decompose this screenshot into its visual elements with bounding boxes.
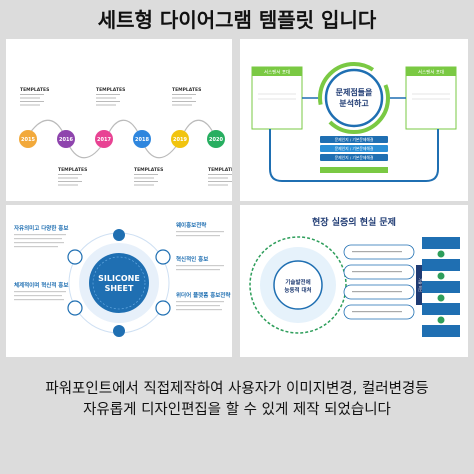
cycle-diagram: 서스펜서 포대 서스펜서 포대 문제점들을 분석하고 문제인지 / 기본문제해결… [251,62,457,182]
node-icon-left-bottom [67,300,83,316]
right-box-header [406,67,456,76]
timeline-step-text-line [134,174,158,175]
timeline-step-year: 2016 [59,137,73,143]
left-box-label: 서스펜서 포대 [264,69,290,76]
left-box [251,66,303,130]
timeline-step-year: 2015 [21,137,35,143]
timeline-step-circle [57,130,75,148]
timeline-step-text-line [20,97,40,99]
hub-diagram: SILICONE SHEET 자유의미고 다양한 홍보 체계적이며 혁신적 홍보… [14,221,230,337]
center-text-2: 분석하고 [339,98,369,108]
problem-diagram: 현장 실증의 현실 문제 기술발전에 능동적 대처 기술 혁신 [249,216,460,337]
timeline-step-heading: TEMPLATES [20,87,49,93]
hub-template-preview: SILICONE SHEET 자유의미고 다양한 홍보 체계적이며 혁신적 홍보… [6,205,232,357]
center-circle [89,253,149,313]
page-title: 세트형 다이어그램 템플릿 입니다 [97,8,377,32]
timeline-step-circle [207,130,225,148]
cycle-template-preview: 서스펜서 포대 서스펜서 포대 문제점들을 분석하고 문제인지 / 기본문제해결… [240,39,468,201]
timeline-step-text-line [20,94,44,95]
center-label-1: SILICONE [98,274,140,283]
right-label: 기술 혁신 [418,278,423,292]
timeline-step-text-line [208,184,228,186]
problem-template-preview: 현장 실증의 현실 문제 기술발전에 능동적 대처 기술 혁신 [240,205,468,357]
timeline-step-text-line [96,94,120,95]
problem-rows [343,244,415,320]
caption-line-2: 자유롭게 디자인편집을 할 수 있게 제작 되었습니다 [83,402,391,418]
bar-3-label: 문제인지 / 기본문제해결 [335,155,374,160]
timeline-step-text-line [20,101,44,102]
timeline-step-year: 2018 [135,137,149,143]
caption: 파워포인트에서 직접제작하여 사용자가 이미지변경, 컬러변경등 자유롭게 디자… [0,379,474,421]
timeline-step-year: 2020 [209,137,223,143]
node-icon-left-top [67,249,83,265]
timeline-step-text-line [134,184,154,186]
timeline-step-text-line [208,177,228,179]
center-text-1: 기술발전에 [285,278,310,286]
outer-dashed-ring [249,236,347,334]
left-box-header [252,67,302,76]
caption-line-1: 파워포인트에서 직접제작하여 사용자가 이미지변경, 컬러변경등 [45,381,429,397]
center-circle [273,260,323,310]
timeline-step-text-line [58,174,82,175]
timeline-step-text-line [96,101,120,102]
timeline-step-heading: TEMPLATES [172,87,201,93]
right-mid-title: 혁신적인 홍보 [176,255,208,263]
bar-1 [320,136,388,143]
timeline-step-text-line [172,94,196,95]
timeline-step-heading: TEMPLATES [208,167,232,173]
outer-ring [318,62,390,134]
node-icon-right-bottom [155,300,171,316]
timeline-step-circle [19,130,37,148]
timeline-step-heading: TEMPLATES [96,87,125,93]
timeline-step-text-line [172,104,192,106]
bar-1-label: 문제인지 / 기본문제해결 [335,137,374,142]
bar-3 [320,154,388,161]
bar-2 [320,145,388,152]
timeline-step-circle [133,130,151,148]
timeline-step-text-line [172,97,192,99]
timeline-step-year: 2019 [173,137,187,143]
timeline-step-text-line [172,101,196,102]
loop-arrow [269,129,439,182]
timeline-step-text-line [208,181,232,182]
node-icon-right-top [155,249,171,265]
panel4-title: 현장 실증의 현실 문제 [312,216,396,228]
bottom-bar [320,167,388,173]
timeline-step-text-line [58,181,82,182]
timeline-step-circle [171,130,189,148]
left-bottom-title: 체계적이며 혁신적 홍보 [14,281,68,289]
timeline-step-text-line [20,104,40,106]
timeline-step-text-line [134,177,154,179]
timeline-step-year: 2017 [97,137,111,143]
timeline-step-text-line [58,177,78,179]
timeline-diagram: 2015TEMPLATES2016TEMPLATES2017TEMPLATES2… [19,87,232,186]
center-text-1: 문제점들을 [336,87,373,97]
left-top-title: 자유의미고 다양한 홍보 [14,224,68,232]
timeline-step-circle [95,130,113,148]
timeline-step-text-line [208,174,232,175]
bar-2-label: 문제인지 / 기본문제해결 [335,146,374,151]
timeline-step-heading: TEMPLATES [134,167,163,173]
right-bottom-title: 위더어 플랫폼 홍보전략 [176,291,230,299]
timeline-step-text-line [96,104,116,106]
right-top-title: 웨이홍보전략 [176,221,206,229]
right-box [405,66,457,130]
timeline-step-text-line [96,97,116,99]
timeline-step-heading: TEMPLATES [58,167,87,173]
right-box-label: 서스펜서 포대 [418,69,444,76]
inner-ring [324,68,384,128]
timeline-step-text-line [134,181,158,182]
center-label-2: SHEET [105,284,134,293]
timeline-step-text-line [58,184,78,186]
center-text-2: 능동적 대처 [284,286,311,294]
